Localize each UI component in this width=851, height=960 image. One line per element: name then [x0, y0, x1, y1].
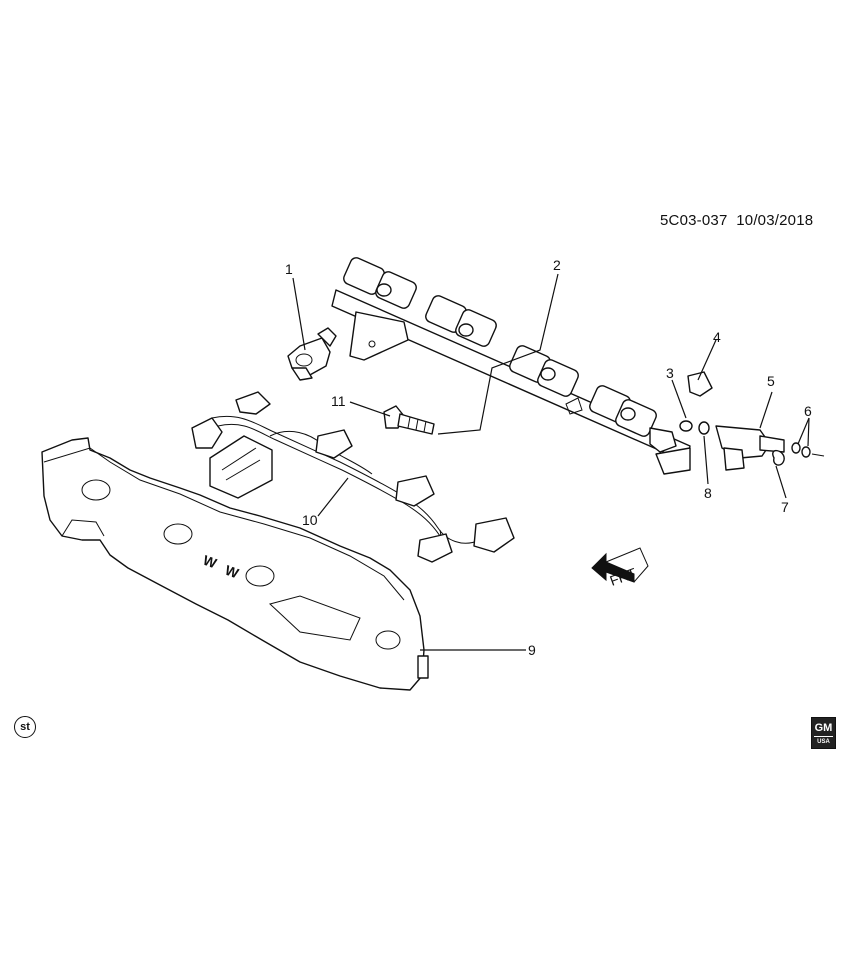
- gm-logo-text: GM: [814, 720, 833, 737]
- callout-9: 9: [528, 642, 536, 658]
- rail-bolt: [383, 405, 435, 435]
- injector-cups: [343, 257, 657, 437]
- callout-labels: 1 2 3 4 5 6 7 8 9 10 11: [285, 257, 812, 658]
- callout-7: 7: [781, 499, 789, 515]
- diagram-date: 10/03/2018: [736, 212, 814, 229]
- engine-cover-shield: W W: [41, 437, 429, 691]
- callout-8: 8: [704, 485, 712, 501]
- seal-8: [698, 421, 710, 435]
- washer-6a: [791, 442, 801, 454]
- gm-logo-subtext: USA: [817, 739, 830, 745]
- callout-3: 3: [666, 365, 674, 381]
- fuel-pressure-sensor: [287, 327, 337, 381]
- svg-text:W: W: [223, 562, 242, 582]
- callout-11: 11: [331, 393, 346, 409]
- pressure-sensor-fittings: [679, 371, 825, 471]
- injector-wiring-harness: [191, 391, 515, 563]
- gm-logo: GM USA: [811, 717, 836, 749]
- callout-1: 1: [285, 261, 293, 277]
- diagram-code: 5C03-037: [660, 212, 728, 229]
- st-badge: st: [14, 716, 36, 738]
- svg-text:W: W: [201, 552, 220, 572]
- callout-6: 6: [804, 403, 812, 419]
- callout-4: 4: [713, 329, 721, 345]
- callout-5: 5: [767, 373, 775, 389]
- callout-2: 2: [553, 257, 561, 273]
- leader-lines: [292, 273, 810, 651]
- callout-10: 10: [302, 512, 318, 528]
- washer-6b: [801, 446, 811, 458]
- clip-7: [772, 450, 785, 466]
- o-ring-3: [679, 420, 693, 432]
- fuel-rail: [331, 257, 691, 475]
- diagram-code-date: 5C03-037 10/03/2018: [660, 212, 813, 229]
- front-direction-arrow: FRT: [591, 547, 649, 589]
- harness-main-connector: [209, 435, 273, 499]
